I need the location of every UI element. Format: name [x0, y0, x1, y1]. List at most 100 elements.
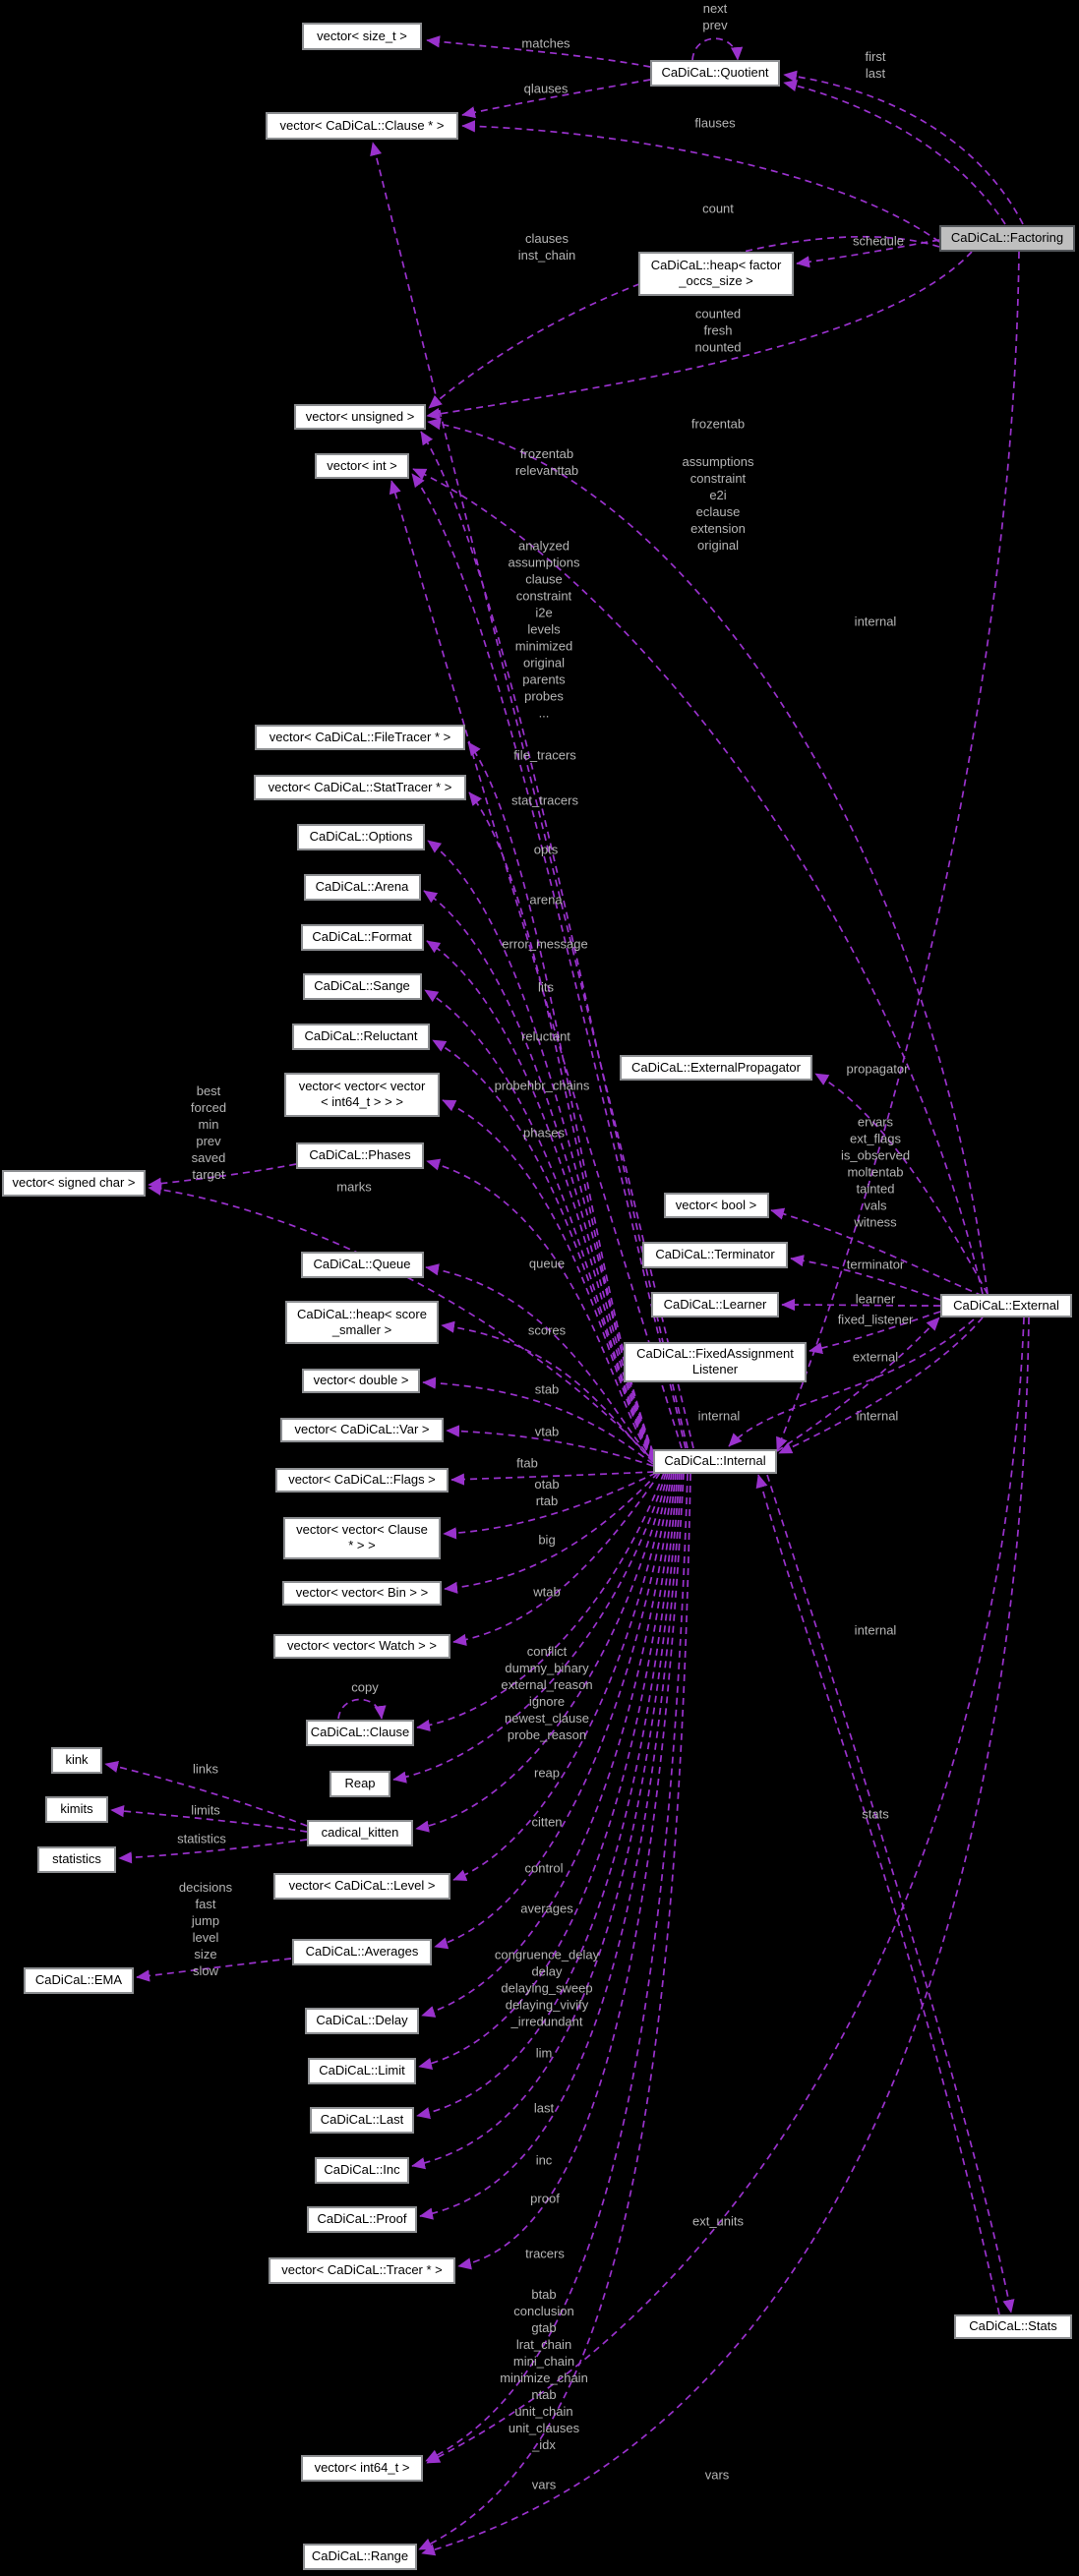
edge-statistics: [118, 1839, 308, 1864]
class-node-learner[interactable]: CaDiCaL::Learner: [651, 1292, 779, 1317]
edge-averages: [434, 1472, 673, 1950]
class-node-cadical-kitten[interactable]: cadical_kitten: [307, 1819, 413, 1846]
edge-label-citten: citten: [531, 1814, 563, 1830]
edge-label-fixed-listener: fixed_listener: [837, 1312, 914, 1327]
class-node-heap-factor-occs-size[interactable]: CaDiCaL::heap< factor_occs_size >: [638, 251, 794, 296]
edge-label-flauses: flauses: [694, 115, 736, 131]
class-node-range[interactable]: CaDiCaL::Range: [303, 2543, 417, 2570]
class-node-queue[interactable]: CaDiCaL::Queue: [300, 1251, 424, 1278]
edge-last: [416, 1472, 679, 2120]
edge-queue: [425, 1263, 654, 1462]
edge-internal-external-top: [728, 1318, 975, 1447]
edge-internal-external-right: [778, 1317, 984, 1454]
class-node-stats[interactable]: CaDiCaL::Stats: [954, 2313, 1072, 2339]
class-node-terminator[interactable]: CaDiCaL::Terminator: [642, 1241, 788, 1268]
class-node-vector-var[interactable]: vector< CaDiCaL::Var >: [280, 1417, 444, 1442]
class-node-external[interactable]: CaDiCaL::External: [940, 1294, 1072, 1317]
class-node-statistics[interactable]: statistics: [37, 1845, 116, 1873]
class-node-heap-score-smaller[interactable]: CaDiCaL::heap< score_smaller >: [285, 1301, 439, 1344]
class-node-format[interactable]: CaDiCaL::Format: [300, 923, 424, 951]
class-node-external-propagator[interactable]: CaDiCaL::ExternalPropagator: [620, 1055, 812, 1081]
edge-vars-internal: [418, 1473, 691, 2550]
edge-propagator: [814, 1073, 989, 1295]
class-node-reluctant[interactable]: CaDiCaL::Reluctant: [292, 1023, 430, 1050]
class-node-vector-size-t[interactable]: vector< size_t >: [302, 23, 422, 50]
class-node-internal[interactable]: CaDiCaL::Internal: [653, 1448, 777, 1474]
class-node-options[interactable]: CaDiCaL::Options: [297, 823, 425, 850]
class-node-proof[interactable]: CaDiCaL::Proof: [307, 2205, 417, 2233]
edge-label-copy: copy: [351, 1679, 379, 1695]
edge-last: [783, 80, 1006, 225]
edge-label-limits: limits: [191, 1802, 220, 1818]
edge-scores: [441, 1320, 654, 1463]
class-node-vector-stattracer[interactable]: vector< CaDiCaL::StatTracer * >: [254, 775, 466, 800]
edge-frozentab-internal: [420, 431, 689, 1449]
class-node-quotient[interactable]: CaDiCaL::Quotient: [650, 59, 780, 87]
class-node-vector-filetracer[interactable]: vector< CaDiCaL::FileTracer * >: [255, 725, 465, 750]
class-node-vector-vvv-int64[interactable]: vector< vector< vector< int64_t > > >: [284, 1072, 440, 1117]
edge-fixed-listener: [809, 1311, 941, 1355]
edge-label-vars-right: vars: [704, 2467, 730, 2483]
edge-lim: [418, 1472, 677, 2070]
class-node-vector-vv-bin[interactable]: vector< vector< Bin > >: [282, 1580, 442, 1606]
class-node-limit[interactable]: CaDiCaL::Limit: [308, 2057, 416, 2084]
edge-assumptions-external: [412, 468, 984, 1295]
class-node-vector-flags[interactable]: vector< CaDiCaL::Flags >: [275, 1467, 449, 1493]
class-node-vector-clause-ptr[interactable]: vector< CaDiCaL::Clause * >: [266, 112, 458, 140]
class-node-vector-bool[interactable]: vector< bool >: [663, 1193, 769, 1218]
class-node-delay[interactable]: CaDiCaL::Delay: [305, 2007, 419, 2034]
edge-label-reap: reap: [533, 1765, 561, 1781]
edge-label-schedule: schedule: [852, 233, 905, 249]
edge-label-stats: stats: [862, 1806, 889, 1822]
edge-label-ftab: ftab: [516, 1455, 538, 1471]
edge-arena: [423, 890, 654, 1456]
edge-label-links: links: [192, 1761, 219, 1777]
class-node-inc[interactable]: CaDiCaL::Inc: [315, 2156, 409, 2184]
class-node-arena[interactable]: CaDiCaL::Arena: [303, 873, 421, 901]
class-node-clause[interactable]: CaDiCaL::Clause: [306, 1719, 414, 1746]
edge-label-reluctant: reluctant: [521, 1028, 570, 1044]
class-node-ema[interactable]: CaDiCaL::EMA: [24, 1966, 134, 1994]
class-node-vector-double[interactable]: vector< double >: [302, 1368, 420, 1393]
class-node-vector-unsigned[interactable]: vector< unsigned >: [294, 404, 426, 430]
edge-label-stab: stab: [534, 1381, 560, 1397]
edge-label-lits: lits: [538, 979, 554, 995]
class-node-vector-signed-char[interactable]: vector< signed char >: [2, 1169, 146, 1197]
class-node-reap[interactable]: Reap: [330, 1770, 390, 1797]
edge-label-wtab: wtab: [533, 1584, 561, 1600]
class-node-kink[interactable]: kink: [51, 1746, 102, 1774]
class-node-last[interactable]: CaDiCaL::Last: [310, 2106, 414, 2134]
edge-label-stat-tracers: stat_tracers: [511, 792, 578, 808]
class-node-phases[interactable]: CaDiCaL::Phases: [296, 1142, 424, 1169]
class-node-averages[interactable]: CaDiCaL::Averages: [292, 1938, 432, 1965]
edge-qlauses: [461, 79, 651, 119]
edge-stab: [422, 1376, 654, 1465]
edge-lits: [424, 989, 654, 1458]
edge-label-vtab: vtab: [534, 1424, 560, 1439]
edge-label-tracers: tracers: [525, 2246, 565, 2261]
edge-ext-units: [426, 1317, 1025, 2464]
edge-flauses: [461, 120, 940, 243]
class-node-vector-vv-watch[interactable]: vector< vector< Watch > >: [273, 1633, 450, 1659]
edge-control: [452, 1472, 671, 1881]
class-node-vector-level[interactable]: vector< CaDiCaL::Level >: [273, 1872, 450, 1900]
class-node-sange[interactable]: CaDiCaL::Sange: [302, 972, 422, 1000]
edge-internal-factoring: [776, 251, 1020, 1451]
edge-inc: [411, 1472, 681, 2170]
class-node-kimits[interactable]: kimits: [45, 1795, 108, 1823]
class-node-vector-tracer[interactable]: vector< CaDiCaL::Tracer * >: [269, 2256, 455, 2284]
class-node-vector-vv-clause[interactable]: vector< vector< Clause* > >: [283, 1516, 441, 1559]
edge-label-statistics: statistics: [177, 1831, 226, 1846]
class-node-factoring[interactable]: CaDiCaL::Factoring: [939, 224, 1075, 252]
class-node-vector-int[interactable]: vector< int >: [315, 453, 409, 479]
edge-label-big: big: [538, 1532, 556, 1548]
class-node-vector-int64[interactable]: vector< int64_t >: [301, 2454, 423, 2482]
